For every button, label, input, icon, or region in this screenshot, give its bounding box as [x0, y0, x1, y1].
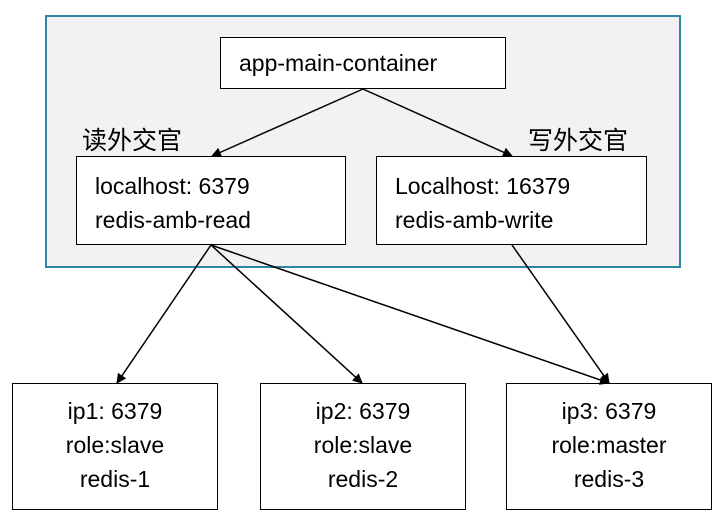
write-ambassador-title: 写外交官 — [528, 126, 629, 155]
app-main-container-label: app-main-container — [239, 50, 438, 76]
redis-node-address: ip1: 6379 — [67, 398, 163, 424]
read-ambassador-title: 读外交官 — [82, 126, 183, 155]
redis-node-3: ip3: 6379 role:master redis-3 — [506, 383, 712, 510]
write-ambassador-address: Localhost: 16379 — [395, 173, 571, 199]
read-ambassador-box: localhost: 6379 redis-amb-read — [76, 156, 346, 245]
write-ambassador-box: Localhost: 16379 redis-amb-write — [376, 156, 647, 245]
app-main-container-box: app-main-container — [220, 37, 506, 89]
redis-node-name: redis-1 — [79, 466, 151, 492]
redis-node-address: ip2: 6379 — [315, 398, 411, 424]
write-ambassador-name: redis-amb-write — [395, 207, 554, 233]
redis-node-2: ip2: 6379 role:slave redis-2 — [260, 383, 466, 510]
redis-node-name: redis-2 — [327, 466, 399, 492]
redis-node-role: role:slave — [313, 432, 413, 458]
read-ambassador-address: localhost: 6379 — [95, 173, 250, 199]
redis-node-name: redis-3 — [573, 466, 645, 492]
redis-node-role: role:slave — [65, 432, 165, 458]
redis-node-address: ip3: 6379 — [561, 398, 657, 424]
read-ambassador-name: redis-amb-read — [95, 207, 251, 233]
redis-node-role: role:master — [551, 432, 667, 458]
redis-node-1: ip1: 6379 role:slave redis-1 — [12, 383, 218, 510]
